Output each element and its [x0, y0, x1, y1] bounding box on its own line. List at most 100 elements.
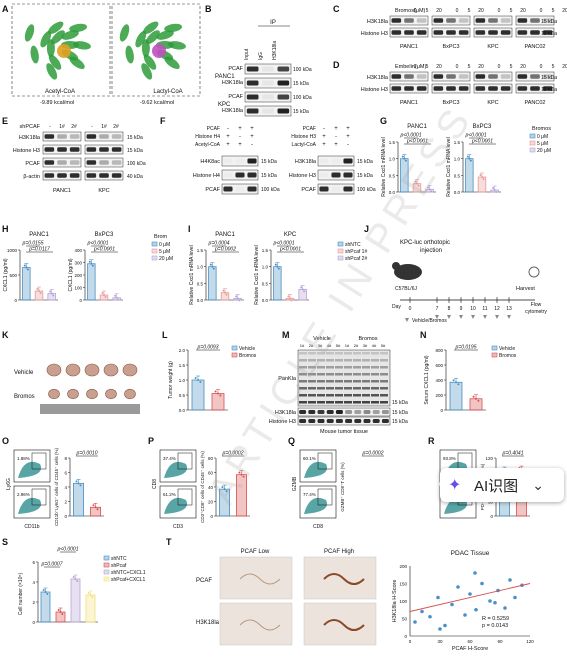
blot-band — [299, 366, 307, 369]
data-point — [59, 611, 62, 613]
blot-band — [353, 352, 361, 355]
blot-band — [446, 74, 456, 79]
readout-label: Flow — [531, 302, 542, 308]
lane-label: 3# — [318, 343, 323, 348]
blot-band — [362, 401, 370, 404]
blot-row-label: Histone H3 — [361, 31, 388, 37]
y-axis-label: CXCL1 (pg/ml) — [3, 258, 9, 291]
panel-letter: F — [160, 116, 166, 126]
bar — [55, 611, 66, 623]
sign-label: + — [346, 126, 350, 132]
blot-band — [542, 30, 553, 35]
blot-band — [99, 147, 109, 152]
blot-band — [371, 373, 379, 376]
tumor-image — [105, 388, 117, 400]
blot-band — [299, 380, 307, 383]
blot-band — [362, 387, 370, 390]
flow-population — [18, 497, 42, 514]
blot-band — [371, 401, 379, 404]
scatter-point — [493, 600, 497, 605]
y-tick-label: 6 — [64, 471, 67, 476]
blot-band — [335, 380, 343, 383]
legend-label: 20 μM — [159, 256, 173, 262]
lane-label: 4# — [327, 343, 332, 348]
flow-y-label: CD8 — [152, 479, 158, 489]
lane-label: 1# — [345, 343, 350, 348]
cell-label: PANC1 — [400, 100, 418, 106]
y-tick-label: 30 — [488, 500, 494, 505]
blot-band — [542, 86, 553, 91]
blot-band — [380, 387, 388, 390]
subplot-title: KPC — [284, 232, 297, 238]
blot-band — [380, 401, 388, 404]
legend-swatch — [337, 248, 344, 254]
blot-band — [353, 359, 361, 362]
blot-band — [458, 74, 469, 79]
blot-band — [433, 86, 444, 91]
data-point — [114, 294, 117, 297]
blot-band — [335, 352, 343, 355]
legend-swatch — [151, 255, 158, 261]
dose-label: 5 — [552, 64, 555, 70]
y-axis-label: CXCL1 (pg/ml) — [68, 258, 74, 291]
protein-helix — [69, 23, 88, 33]
blot-band — [353, 373, 361, 376]
gate-percentage: 61.2% — [163, 492, 176, 497]
blot-band — [299, 410, 307, 414]
y-tick-label: 400 — [435, 378, 443, 383]
blot-band — [488, 18, 498, 23]
blot-band — [343, 186, 353, 192]
blot-band — [57, 160, 67, 165]
gate-percentage: 77.4% — [303, 492, 316, 497]
bar — [87, 263, 96, 301]
cell-label: PANC02 — [525, 100, 546, 106]
blot-band — [380, 366, 388, 369]
y-tick-label: 400 — [74, 248, 82, 253]
blot-band — [542, 74, 553, 79]
ai-recognize-badge[interactable]: ✦ AI识图 ⌄ — [440, 468, 564, 502]
blot-band — [542, 18, 553, 23]
blot-band — [308, 359, 316, 362]
protein-helix — [141, 39, 150, 58]
blot-band — [353, 387, 361, 390]
chevron-down-icon[interactable]: ⌄ — [532, 476, 544, 493]
sparkle-icon: ✦ — [448, 477, 462, 494]
flow-population — [304, 497, 328, 514]
blot-band — [381, 410, 389, 414]
blot-strip — [84, 131, 124, 142]
cell-label: PANC02 — [525, 44, 546, 50]
p-value-label: p<0.0001 — [93, 247, 115, 253]
blot-band — [326, 373, 334, 376]
dose-label: 20 — [436, 8, 442, 14]
blot-band — [86, 173, 97, 178]
panel-letter: M — [282, 330, 290, 340]
gate-percentage: 60.1% — [303, 456, 316, 461]
data-point — [50, 292, 53, 295]
blot-band — [317, 394, 325, 397]
blot-band — [380, 380, 388, 383]
mw-label: 15 kDa — [357, 159, 373, 165]
data-point — [117, 298, 120, 301]
x-tick-label: 60 — [467, 639, 473, 644]
blot-strip — [297, 407, 391, 417]
blot-band — [277, 94, 290, 100]
data-point — [238, 471, 241, 474]
protein-helix — [143, 21, 159, 34]
y-tick-label: 0 — [32, 620, 35, 625]
p-value-label: p<0.0001 — [87, 241, 109, 247]
blot-band — [371, 359, 379, 362]
dose-label: 0 — [414, 8, 417, 14]
blot-band — [277, 80, 290, 86]
lane-label: Input — [244, 48, 250, 60]
data-point — [277, 267, 280, 270]
mw-label: 15 kDa — [261, 159, 277, 165]
lane-label: H3K18la — [272, 41, 278, 60]
dose-arrow — [471, 315, 475, 319]
dose-label: 20 — [478, 8, 484, 14]
p-value-label: p=0.0007 — [41, 562, 63, 568]
blot-strip — [244, 77, 292, 89]
blot-band — [317, 380, 325, 383]
dose-arrow — [447, 315, 451, 319]
data-point — [104, 296, 107, 298]
